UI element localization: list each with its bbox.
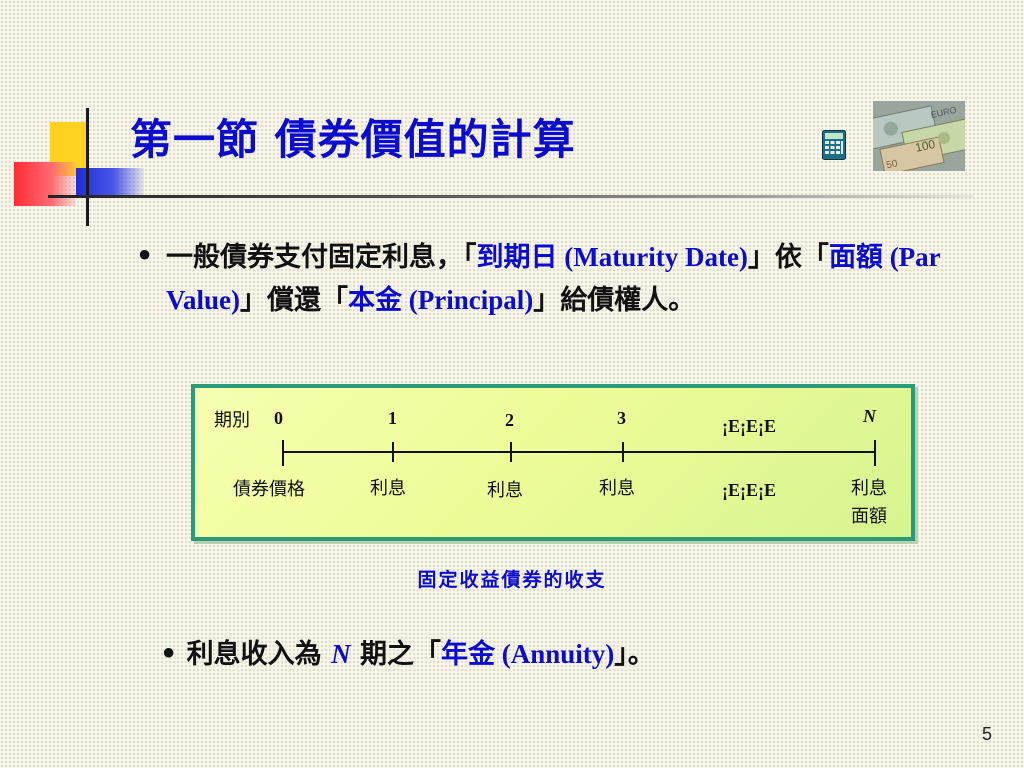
timeline-interest-label-3: 利息 [599, 478, 635, 498]
term-maturity-date-en: (Maturity Date) [557, 242, 748, 272]
timeline-diagram: 期別 0 1 2 3 ¡E¡E¡E N 債券價格 利息 利息 利息 ¡E¡E¡E… [214, 406, 887, 526]
timeline-tick-label-2: 2 [505, 410, 514, 430]
timeline-tick-label-0: 0 [274, 408, 283, 428]
bullet1-text-part1: 一般債券支付固定利息，「 [166, 242, 477, 273]
timeline-tick-label-1: 1 [388, 408, 397, 428]
timeline-bond-price-label: 債券價格 [233, 479, 305, 499]
title-underline [48, 195, 973, 198]
timeline-tick-label-n: N [862, 406, 877, 426]
term-par-value-zh: 面額 [828, 242, 883, 273]
bullet2-text-part3: 」。 [614, 639, 655, 670]
bullet1-text-part2: 」依「 [747, 242, 829, 273]
timeline-ellipsis-bottom: ¡E¡E¡E [722, 480, 776, 500]
timeline-interest-label-2: 利息 [487, 480, 523, 500]
term-principal-en: (Principal) [402, 285, 534, 315]
svg-text:50: 50 [885, 158, 899, 171]
bullet-marker: • [136, 241, 154, 272]
term-annuity-zh: 年金 [440, 639, 495, 670]
term-maturity-date-zh: 到期日 [476, 242, 558, 273]
term-par-value-en: (Par Value) [166, 242, 941, 315]
svg-text:100: 100 [914, 137, 937, 155]
title-deco-vertical-line [86, 108, 89, 226]
cashflow-timeline-box: 期別 0 1 2 3 ¡E¡E¡E N 債券價格 利息 利息 利息 ¡E¡E¡E… [191, 384, 915, 541]
timeline-tick-label-3: 3 [617, 408, 626, 428]
bullet1-text-part3: 」償還「 [240, 285, 349, 316]
term-principal-zh: 本金 [348, 285, 403, 316]
bullet-annuity: • 利息收入為 N 期之「年金 (Annuity)」。 [160, 632, 655, 671]
timeline-interest-label-n: 利息 [851, 478, 887, 498]
timeline-period-label: 期別 [214, 410, 250, 430]
calculator-icon [822, 130, 846, 160]
bullet2-text-part2: 期之「 [350, 639, 441, 670]
page-number: 5 [981, 724, 992, 744]
money-banknotes-image: 100 EURO 50 [873, 101, 965, 171]
timeline-interest-label-1: 利息 [370, 478, 406, 498]
slide-title: 第一節 債券價值的計算 [130, 115, 576, 164]
bullet-marker: • [160, 639, 178, 670]
term-annuity-en: (Annuity) [494, 639, 615, 669]
timeline-ellipsis-top: ¡E¡E¡E [722, 416, 776, 436]
bullet1-text-part4: 」給債權人。 [533, 285, 696, 316]
timeline-face-value-label: 面額 [851, 506, 887, 526]
title-deco-red-bar [14, 162, 76, 206]
timeline-caption: 固定收益債券的收支 [417, 569, 607, 591]
periods-n: N [331, 639, 351, 669]
bullet-maturity-par-principal: • 一般債券支付固定利息，「到期日 (Maturity Date)」依「面額 (… [136, 236, 956, 322]
bullet2-text-part1: 利息收入為 [186, 639, 332, 670]
